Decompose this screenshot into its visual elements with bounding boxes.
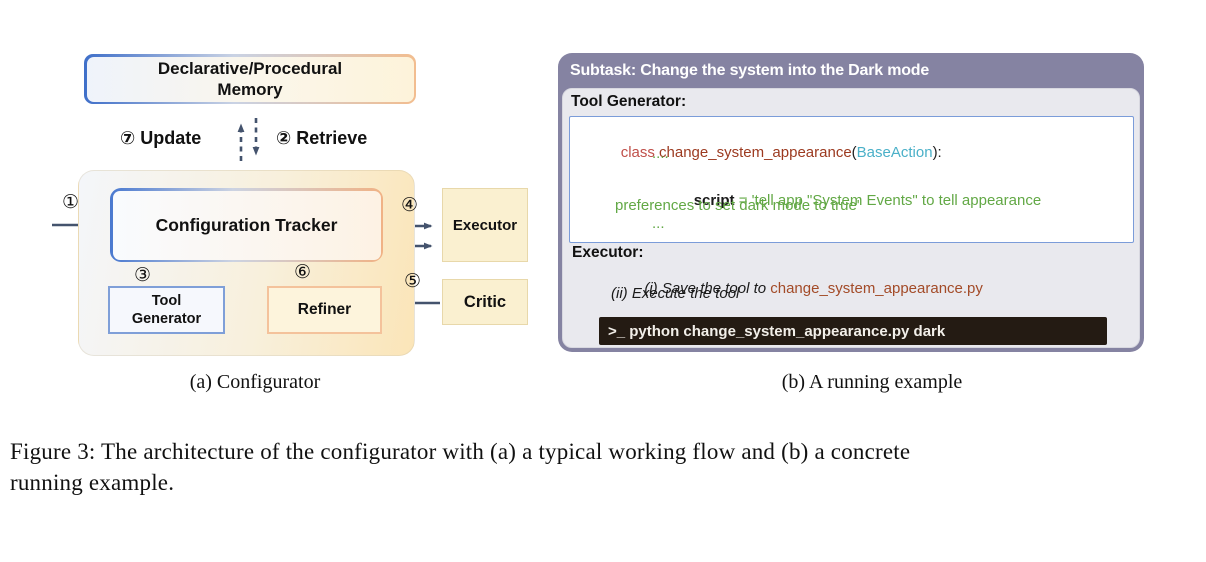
- executor-step-1-filename: change_system_appearance.py: [770, 280, 983, 297]
- running-example-body: Tool Generator: class change_system_appe…: [562, 88, 1140, 348]
- code-line-ellipsis-top: ....: [652, 145, 669, 162]
- executor-step-1-text: (i) Save the tool to: [644, 280, 771, 297]
- tool-generator-label-line1: Tool: [151, 293, 182, 309]
- caption-panel-b: (b) A running example: [781, 371, 963, 393]
- refiner-label: Refiner: [297, 301, 352, 318]
- memory-label-line2: Memory: [217, 80, 283, 99]
- executor-label: Executor: [452, 216, 518, 234]
- tool-generator-node: Tool Generator: [108, 286, 225, 334]
- code-string-line1: 'tell app "System Events" to tell appear…: [751, 192, 1042, 209]
- terminal-command-text: >_ python change_system_appearance.py da…: [608, 322, 946, 340]
- code-script-keyword: script: [693, 192, 735, 209]
- subtask-header: Subtask: Change the system into the Dark…: [570, 62, 930, 79]
- code-paren-close: ):: [932, 144, 942, 161]
- code-line-ellipsis-bottom: ...: [652, 215, 665, 232]
- step-marker-6: ⑥: [294, 261, 312, 283]
- configuration-tracker-label: Configuration Tracker: [155, 214, 338, 235]
- code-keyword-class: class: [620, 144, 660, 161]
- memory-node: Declarative/Procedural Memory: [84, 54, 416, 104]
- step-marker-1: ①: [62, 191, 80, 213]
- figure-caption-line1: Figure 3: The architecture of the config…: [10, 439, 911, 464]
- critic-label: Critic: [463, 292, 507, 311]
- code-assign: =: [734, 192, 752, 209]
- step-marker-5: ⑤: [404, 270, 422, 292]
- refiner-node: Refiner: [267, 286, 382, 334]
- code-line-script: script = 'tell app "System Events" to te…: [652, 175, 1041, 226]
- figure-caption: Figure 3: The architecture of the config…: [10, 436, 1202, 498]
- critic-node: Critic: [442, 279, 528, 325]
- tool-generator-section-label: Tool Generator:: [571, 93, 687, 110]
- running-example-panel: Subtask: Change the system into the Dark…: [558, 53, 1144, 352]
- executor-node: Executor: [442, 188, 528, 262]
- code-class-name: change_system_appearance: [659, 144, 852, 161]
- generated-code-block: class change_system_appearance(BaseActio…: [569, 116, 1134, 243]
- update-flow-label: ⑦ Update: [120, 128, 202, 148]
- executor-step-1: (i) Save the tool to change_system_appea…: [611, 263, 983, 314]
- code-string-line2: preferences to set dark mode to true': [615, 197, 860, 214]
- figure-caption-line2: running example.: [10, 470, 175, 495]
- memory-label-line1: Declarative/Procedural: [157, 59, 343, 78]
- code-paren-open: (: [851, 144, 857, 161]
- executor-step-2: (ii) Execute the tool: [611, 285, 740, 302]
- step-marker-3: ③: [134, 264, 152, 286]
- step-marker-4: ④: [401, 194, 419, 216]
- configuration-tracker-node: Configuration Tracker: [110, 188, 383, 262]
- configurator-diagram: Declarative/Procedural Memory ⑦ Update ②…: [0, 0, 560, 400]
- terminal-command-bar: >_ python change_system_appearance.py da…: [599, 317, 1107, 345]
- code-base-class: BaseAction: [856, 144, 933, 161]
- executor-section-label: Executor:: [572, 244, 644, 261]
- caption-panel-a: (a) Configurator: [189, 371, 321, 393]
- retrieve-flow-label: ② Retrieve: [276, 128, 368, 148]
- code-line-class-def: class change_system_appearance(BaseActio…: [579, 127, 942, 178]
- tool-generator-label-line2: Generator: [131, 311, 202, 327]
